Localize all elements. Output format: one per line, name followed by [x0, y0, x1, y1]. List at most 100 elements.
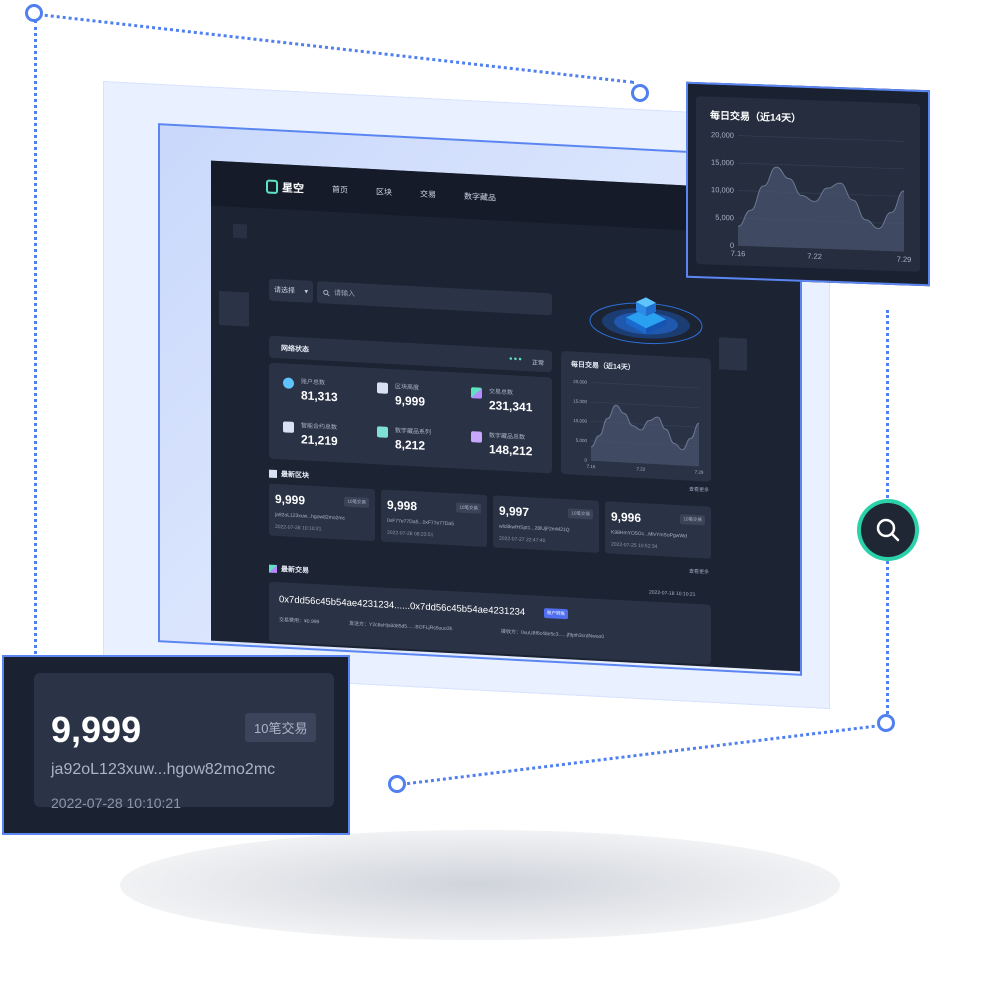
x-tick-label: 7.16 [731, 249, 746, 259]
nav-item-nft[interactable]: 数字藏品 [464, 191, 496, 203]
account-icon [283, 377, 294, 389]
search-button[interactable] [857, 499, 919, 561]
stat-value: 148,212 [489, 442, 533, 459]
block-time: 2022-07-28 08:23:51 [387, 529, 434, 539]
chart-title: 每日交易（近14天） [571, 361, 635, 372]
search-icon [323, 289, 330, 296]
x-tick-label: 7.29 [897, 255, 912, 265]
stat-accounts: 账户总数 81,313 [301, 376, 338, 404]
y-tick-label: 5,000 [576, 438, 588, 444]
ring-node-bottom-left [388, 775, 406, 793]
block-number: 9,997 [499, 503, 530, 520]
stat-value: 21,219 [301, 432, 338, 449]
block-tx-badge: 10笔交易 [568, 508, 593, 520]
block-card-4[interactable]: 9,996 10笔交易 K98HmYO5Oc...MlvYmSoPgwWd 20… [605, 501, 711, 559]
latest-tx-title: 最新交易 [281, 566, 309, 575]
latest-tx-header: 最新交易 [269, 564, 309, 576]
block-card-3[interactable]: 9,997 10笔交易 wlc8kwfHSpt1...28lUjF2mM21Q … [493, 495, 599, 553]
nft-series-icon [377, 426, 388, 438]
block-number: 9,996 [611, 509, 642, 526]
logo-icon [266, 178, 278, 194]
stat-value: 231,341 [489, 398, 533, 415]
search-input[interactable]: 请输入 [317, 281, 552, 316]
series-line [737, 166, 905, 229]
stat-nft-series: 数字藏品系列 8,212 [395, 425, 431, 453]
tx-type-badge: 账户转账 [544, 608, 568, 620]
tx-time: 2022-07-18 10:10:21 [649, 589, 696, 598]
featured-block-card-inner[interactable]: 9,999 10笔交易 ja92oL123xuw...hgow82mo2mc 2… [34, 673, 334, 811]
featured-block-number: 9,999 [51, 709, 142, 750]
search-select[interactable]: 请选择 ▾ [269, 278, 313, 303]
stat-label: 智能合约总数 [301, 423, 338, 432]
chevron-down-icon: ▾ [304, 288, 308, 296]
tx-icon [269, 564, 277, 574]
block-hash: ja92oL123xuw...hgow82mo2mc [275, 511, 346, 522]
y-tick-label: 20,000 [573, 379, 587, 385]
search-placeholder: 请输入 [334, 290, 355, 299]
dashboard-screen: 星空 首页 区块 交易 数字藏品 请选择 ▾ 请输入 网络状态 ●●● 正 [211, 160, 800, 672]
nav-item-transactions[interactable]: 交易 [420, 189, 436, 200]
block-tx-badge: 10笔交易 [344, 496, 369, 508]
search-bar: 请选择 ▾ 请输入 [269, 278, 552, 316]
stat-value: 8,212 [395, 437, 426, 453]
latest-tx-more-link[interactable]: 查看更多 [689, 568, 710, 576]
tx-receiver: 接收方：0xuU8f6c48e5c3......jf9pih3crdNwoo0 [501, 628, 605, 641]
y-tick-label: 15,000 [711, 158, 734, 168]
stat-label: 数字藏品总数 [489, 433, 526, 442]
y-tick-label: 5,000 [715, 213, 734, 223]
search-select-value: 请选择 [274, 286, 295, 295]
block-hash: 0xF77e77Da5...0xF77e77Da5 [387, 517, 454, 528]
stat-nft-total: 数字藏品总数 148,212 [489, 430, 532, 458]
series-area [738, 167, 904, 252]
decor-cube-left [219, 290, 249, 327]
stat-label: 数字藏品系列 [395, 428, 432, 437]
stat-label: 交易总数 [489, 389, 514, 397]
block-card-2[interactable]: 9,998 10笔交易 0xF77e77Da5...0xF77e77Da5 20… [381, 489, 487, 548]
featured-block-card: 9,999 10笔交易 ja92oL123xuw...hgow82mo2mc 2… [2, 655, 350, 835]
hero-isometric-illustration [589, 297, 703, 345]
stat-label: 区块高度 [395, 384, 420, 392]
block-number: 9,998 [387, 497, 418, 514]
transactions-icon [471, 387, 482, 399]
stat-value: 81,313 [301, 388, 338, 405]
decor-cube-small [233, 223, 247, 239]
latest-blocks-more-link[interactable]: 查看更多 [689, 486, 710, 494]
grid-line [591, 382, 699, 389]
ring-node-top-right [631, 84, 649, 102]
y-tick-label: 10,000 [711, 185, 734, 195]
featured-block-hash: ja92oL123xuw...hgow82mo2mc [51, 761, 276, 778]
logo[interactable]: 星空 [266, 178, 304, 196]
stat-label: 账户总数 [301, 379, 326, 387]
block-tx-badge: 10笔交易 [680, 514, 705, 526]
block-height-icon [377, 382, 388, 394]
featured-block-tx-badge: 10笔交易 [245, 713, 317, 742]
nav-item-blocks[interactable]: 区块 [376, 187, 392, 198]
tx-hash: 0x7dd56c45b54ae4231234......0x7dd56c45b5… [279, 594, 526, 619]
x-tick-label: 7.22 [636, 466, 645, 471]
y-tick-label: 15,000 [573, 399, 587, 405]
block-time: 2022-07-27 22:47:40 [499, 535, 546, 545]
status-dots-icon: ●●● [509, 356, 523, 363]
network-status-title: 网络状态 [281, 345, 309, 354]
nav-item-home[interactable]: 首页 [332, 184, 348, 195]
grid-line [591, 401, 699, 408]
x-tick-label: 7.29 [695, 469, 704, 474]
dotted-line-bottom [400, 723, 887, 786]
cube-icon [269, 469, 277, 479]
search-button-inner [861, 503, 915, 557]
y-tick-label: 20,000 [711, 130, 734, 140]
y-tick-label: 0 [584, 458, 587, 463]
block-hash: K98HmYO5Oc...MlvYmSoPgwWd [611, 529, 687, 540]
tx-fee: 交易费用：¥0.999 [279, 617, 320, 626]
block-time: 2022-07-28 10:10:21 [275, 523, 322, 533]
featured-block-time: 2022-07-28 10:10:21 [51, 795, 181, 811]
logo-text: 星空 [282, 181, 304, 195]
y-tick-label: 10,000 [573, 418, 587, 424]
decor-cube-right [719, 337, 747, 371]
block-card-1[interactable]: 9,999 10笔交易 ja92oL123xuw...hgow82mo2mc 2… [269, 483, 375, 542]
latest-blocks-title: 最新区块 [281, 471, 309, 480]
